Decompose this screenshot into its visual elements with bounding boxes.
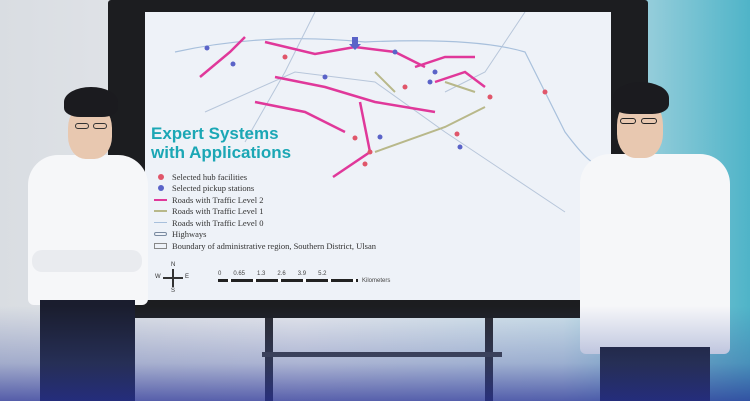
scale-labels: 0 0.65 1.3 2.6 3.9 5.2 [218, 271, 326, 277]
red-dot-icon [157, 173, 164, 180]
scale-bar [218, 279, 358, 282]
scale-tick: 0 [218, 271, 222, 277]
compass-e: E [185, 274, 190, 280]
scale-tick: 3.9 [297, 271, 307, 277]
road-map [174, 12, 601, 213]
compass-n: N [171, 262, 176, 268]
line-icon [154, 222, 167, 224]
legend-item-level1: Roads with Traffic Level 1 [154, 206, 376, 218]
legend-item-hub: Selected hub facilities [154, 171, 376, 183]
title-line-2: with Applications [151, 143, 292, 162]
legend-item-highways: Highways [154, 229, 376, 241]
compass-s: S [171, 288, 176, 294]
legend-label: Roads with Traffic Level 1 [172, 206, 264, 217]
legend-label: Highways [172, 229, 207, 240]
scale-unit: Kilometers [362, 278, 391, 284]
map-legend: Selected hub facilities Selected pickup … [154, 171, 376, 252]
line-icon [154, 210, 167, 213]
scale-tick: 1.3 [257, 271, 266, 277]
scale-tick: 0.65 [233, 271, 246, 277]
highway-icon [154, 232, 167, 237]
map-screen [145, 12, 611, 300]
compass-w: W [155, 274, 161, 280]
journal-title: Expert Systems with Applications [151, 124, 291, 162]
legend-label: Selected hub facilities [172, 171, 248, 182]
scale-tick: 5.2 [318, 271, 327, 277]
blue-dot-icon [157, 185, 164, 192]
legend-item-boundary: Boundary of administrative region, South… [154, 240, 376, 252]
line-icon [154, 198, 167, 201]
legend-label: Boundary of administrative region, South… [172, 240, 376, 251]
legend-label: Roads with Traffic Level 2 [172, 194, 264, 205]
legend-item-level2: Roads with Traffic Level 2 [154, 194, 376, 206]
legend-label: Roads with Traffic Level 0 [172, 217, 264, 228]
boundary-icon [154, 242, 167, 249]
compass-icon: N S W E [155, 262, 191, 296]
legend-item-level0: Roads with Traffic Level 0 [154, 217, 376, 229]
scale-tick: 2.6 [277, 271, 286, 277]
title-line-1: Expert Systems [151, 124, 279, 143]
floor-gradient [0, 306, 750, 401]
legend-label: Selected pickup stations [172, 183, 255, 194]
legend-item-pickup: Selected pickup stations [154, 183, 376, 195]
